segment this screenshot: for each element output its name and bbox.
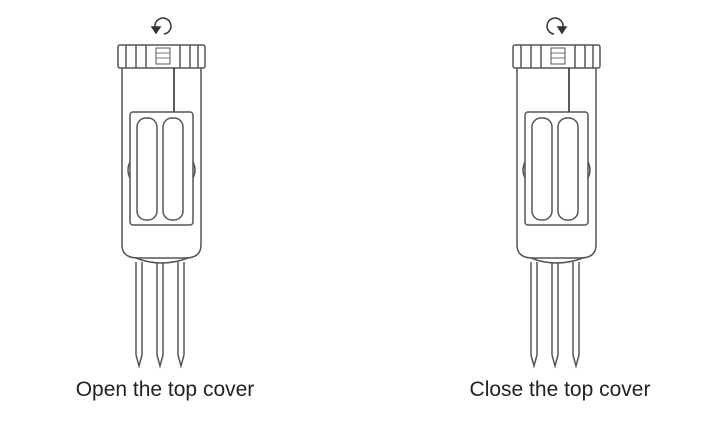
rotate-ccw-icon <box>150 17 172 35</box>
device-open <box>117 17 206 367</box>
open-cover-caption: Open the top cover <box>75 378 255 401</box>
close-cover-caption: Close the top cover <box>469 378 651 401</box>
rotate-cw-icon <box>546 17 568 35</box>
device-closed <box>512 17 601 367</box>
